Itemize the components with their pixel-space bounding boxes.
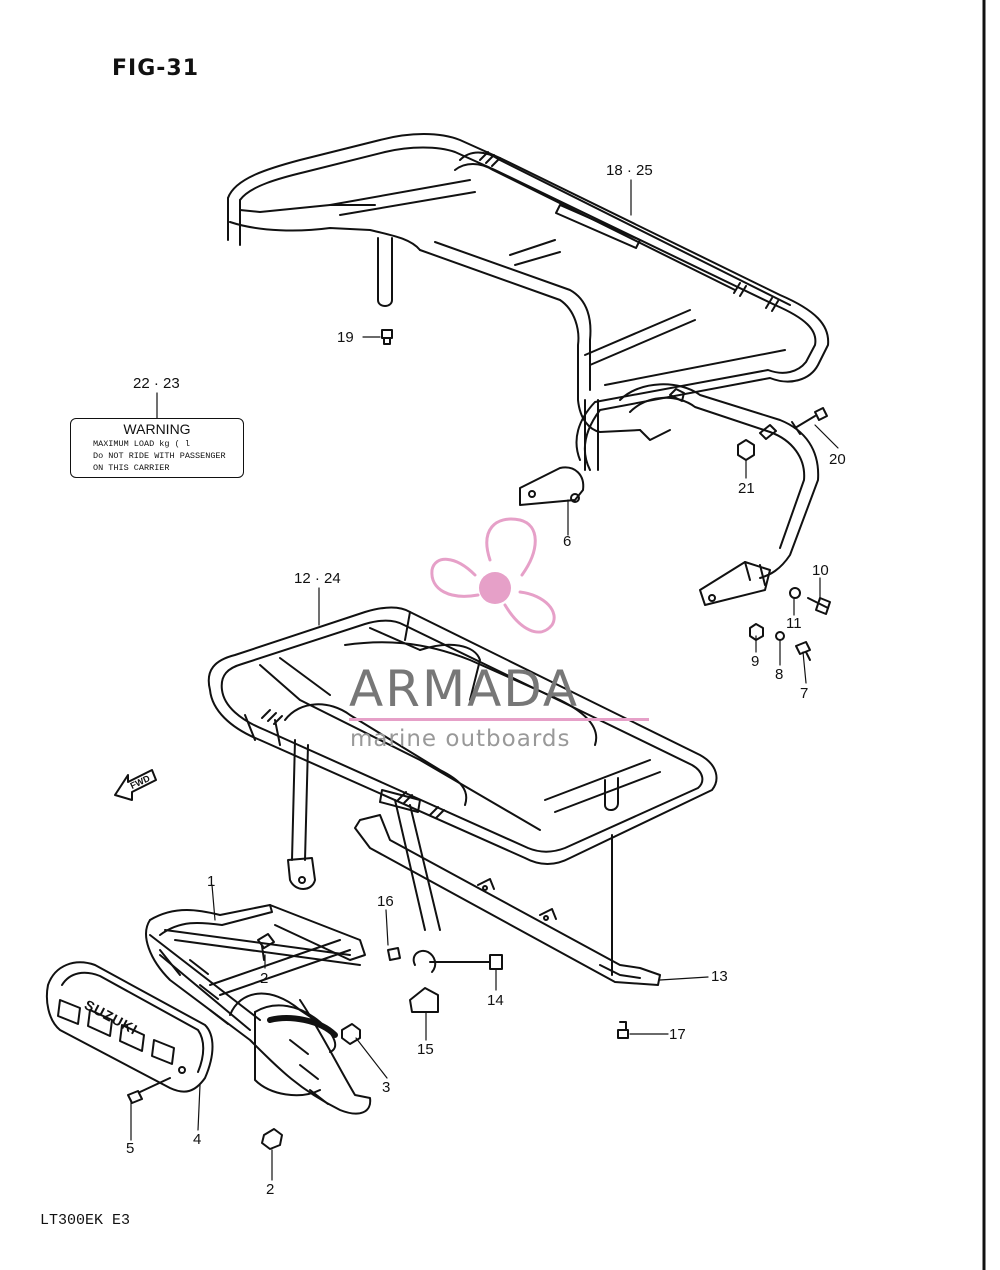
callout-17: 17: [669, 1026, 686, 1043]
rear-carrier: [227, 133, 830, 606]
callout-12-24: 12 · 24: [294, 570, 341, 587]
callout-15: 15: [417, 1041, 434, 1058]
callout-7: 7: [800, 685, 809, 702]
callout-5: 5: [126, 1140, 135, 1157]
callout-16: 16: [377, 893, 394, 910]
watermark-brand: ARMADA: [349, 660, 580, 718]
callout-13: 13: [711, 968, 728, 985]
warning-decal: WARNING MAXIMUM LOAD kg ( l Do NOT RIDE …: [70, 418, 244, 478]
watermark-subtitle: marine outboards: [350, 726, 571, 752]
figure-title: FIG-31: [112, 56, 200, 81]
propeller-logo-icon: [430, 517, 556, 634]
callout-18-25: 18 · 25: [606, 162, 653, 179]
callout-2-upper: 2: [260, 970, 269, 987]
callout-10: 10: [812, 562, 829, 579]
callout-6: 6: [563, 533, 572, 550]
watermark-divider: [349, 718, 649, 721]
callout-2-lower: 2: [266, 1181, 275, 1198]
fwd-arrow-icon: [114, 769, 157, 801]
callout-8: 8: [775, 666, 784, 683]
warning-line-1: MAXIMUM LOAD kg ( l: [93, 439, 190, 449]
warning-line-3: ON THIS CARRIER: [93, 463, 170, 473]
callout-21: 21: [738, 480, 755, 497]
fasteners: [127, 329, 831, 1150]
callout-14: 14: [487, 992, 504, 1009]
callout-3: 3: [382, 1079, 391, 1096]
warning-heading: WARNING: [123, 421, 191, 437]
front-carrier: [207, 606, 718, 986]
callout-19: 19: [337, 329, 354, 346]
callout-22-23: 22 · 23: [133, 375, 180, 392]
callout-4: 4: [193, 1131, 202, 1148]
callout-9: 9: [751, 653, 760, 670]
model-code: LT300EK E3: [40, 1212, 131, 1229]
callout-1: 1: [207, 873, 216, 890]
warning-line-2: Do NOT RIDE WITH PASSENGER: [93, 451, 226, 461]
bumper-assembly: [45, 904, 372, 1115]
callout-11: 11: [786, 615, 802, 632]
leader-lines: [130, 179, 839, 1181]
callout-20: 20: [829, 451, 846, 468]
